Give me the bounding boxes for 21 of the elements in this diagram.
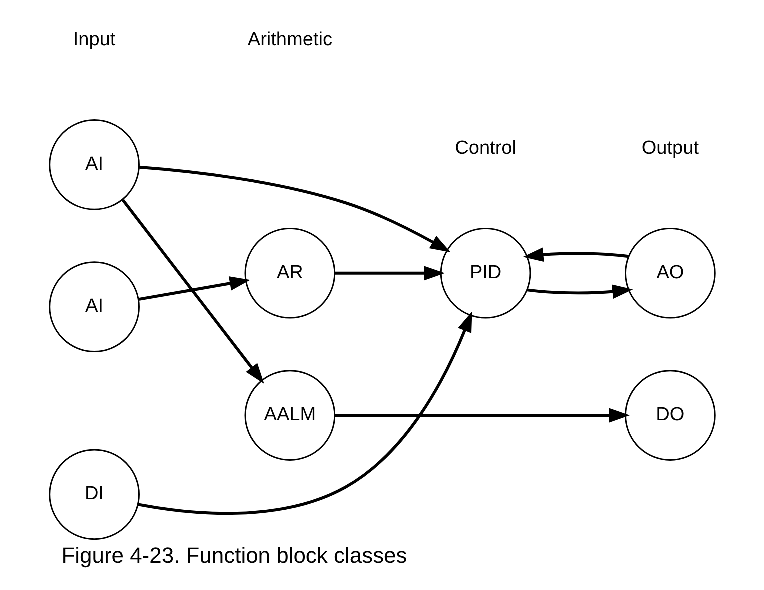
- node-circle: AR: [244, 228, 336, 319]
- caption: Figure 4-23. Function block classes: [61, 542, 407, 568]
- node-circle: AALM: [244, 370, 336, 461]
- label: Output: [641, 138, 699, 159]
- arrow: [138, 312, 472, 515]
- node-circle: AI: [48, 262, 140, 353]
- node-circle: PID: [440, 228, 531, 319]
- arrow: [334, 408, 630, 423]
- node-circle: AO: [624, 228, 716, 319]
- arrow: [138, 276, 250, 302]
- label: Control: [454, 138, 516, 159]
- node-circle: DO: [624, 370, 716, 461]
- label: Input: [72, 29, 116, 50]
- arrow: [522, 248, 628, 262]
- arrow: [121, 199, 264, 384]
- arrow: [138, 166, 450, 252]
- arrow: [526, 284, 633, 299]
- node-circle: DI: [48, 449, 140, 540]
- arrow: [334, 266, 444, 281]
- node-circle: AI: [48, 120, 140, 210]
- label: Arithmetic: [247, 29, 332, 50]
